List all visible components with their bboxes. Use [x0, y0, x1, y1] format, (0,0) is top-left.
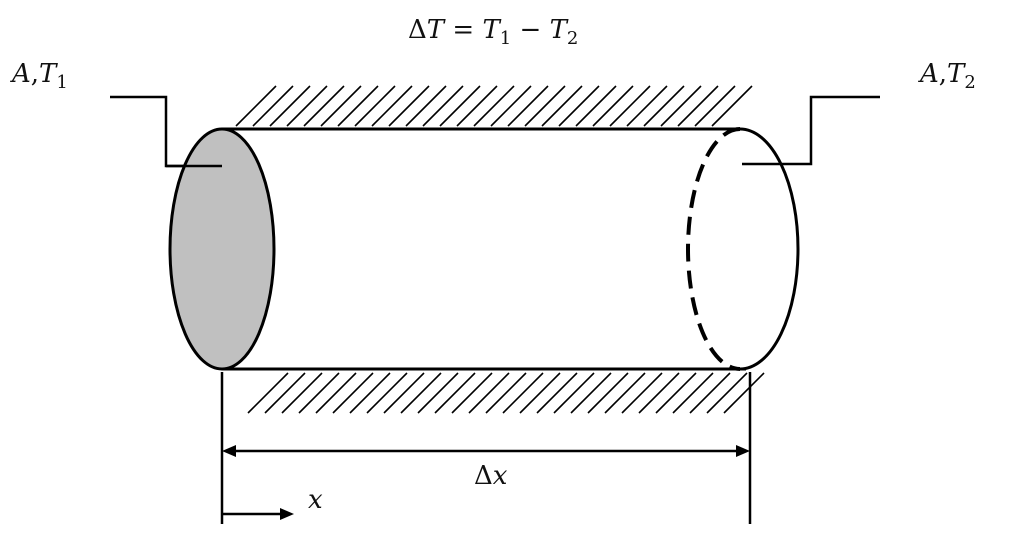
hatch-line-top [422, 85, 464, 127]
hatch-line-top [269, 85, 311, 127]
dimension-arrowhead-left [222, 445, 236, 457]
hatch-line-top [490, 85, 532, 127]
right-end-label: A,T2 [918, 59, 976, 93]
hatch-line-bottom [638, 372, 680, 414]
hatch-line-bottom [366, 372, 408, 414]
insulation-hatching-top [235, 85, 753, 127]
hatch-line-bottom [706, 372, 748, 414]
hatch-line-top [337, 85, 379, 127]
hatch-line-bottom [587, 372, 629, 414]
x-axis-label: x [308, 485, 323, 515]
hatch-line-bottom [519, 372, 561, 414]
hatch-line-bottom [434, 372, 476, 414]
temperature-difference-equation: ΔT = T1 − T2 [408, 15, 578, 49]
hatch-line-top [711, 85, 753, 127]
hatch-line-bottom [383, 372, 425, 414]
hatch-line-bottom [417, 372, 459, 414]
insulation-hatching-bottom [247, 372, 765, 414]
hatch-line-top [235, 85, 277, 127]
hatch-line-top [643, 85, 685, 127]
hatch-line-top [694, 85, 736, 127]
left-end-label: A,T1 [10, 59, 68, 93]
hatch-line-bottom [349, 372, 391, 414]
hatch-line-bottom [281, 372, 323, 414]
hatch-line-bottom [332, 372, 374, 414]
hatch-line-bottom [689, 372, 731, 414]
hatch-line-bottom [400, 372, 442, 414]
right-face-hidden-arc [686, 127, 741, 371]
hatch-line-top [473, 85, 515, 127]
length-label: Δx [474, 461, 508, 491]
hatch-line-top [524, 85, 566, 127]
hatch-line-top [320, 85, 362, 127]
hatch-line-top [439, 85, 481, 127]
hatch-line-top [507, 85, 549, 127]
hatch-line-top [456, 85, 498, 127]
hatch-line-bottom [621, 372, 663, 414]
hatch-line-top [252, 85, 294, 127]
hatch-line-top [286, 85, 328, 127]
hatch-line-top [541, 85, 583, 127]
hatch-line-top [303, 85, 345, 127]
hatch-line-top [592, 85, 634, 127]
hatch-line-top [371, 85, 413, 127]
hatch-line-bottom [264, 372, 306, 414]
hatch-line-bottom [315, 372, 357, 414]
hatch-line-top [677, 85, 719, 127]
hatch-line-bottom [247, 372, 289, 414]
hatch-line-bottom [468, 372, 510, 414]
x-axis-arrowhead [280, 508, 294, 520]
hatch-line-top [609, 85, 651, 127]
hatch-line-top [626, 85, 668, 127]
hatch-line-bottom [604, 372, 646, 414]
hatch-line-bottom [570, 372, 612, 414]
right-leader-line [742, 95, 880, 166]
hatch-line-bottom [485, 372, 527, 414]
hatch-line-bottom [502, 372, 544, 414]
dimension-arrowhead-right [736, 445, 750, 457]
hatch-line-top [405, 85, 447, 127]
hatch-line-top [575, 85, 617, 127]
hatch-line-bottom [451, 372, 493, 414]
right-face-front-arc [739, 127, 800, 371]
hatch-line-bottom [536, 372, 578, 414]
left-face-ellipse [168, 127, 276, 371]
hatch-line-top [388, 85, 430, 127]
hatch-line-bottom [672, 372, 714, 414]
hatch-line-top [558, 85, 600, 127]
hatch-line-bottom [298, 372, 340, 414]
hatch-line-top [660, 85, 702, 127]
hatch-line-bottom [655, 372, 697, 414]
hatch-line-bottom [553, 372, 595, 414]
hatch-line-bottom [723, 372, 765, 414]
hatch-line-top [354, 85, 396, 127]
